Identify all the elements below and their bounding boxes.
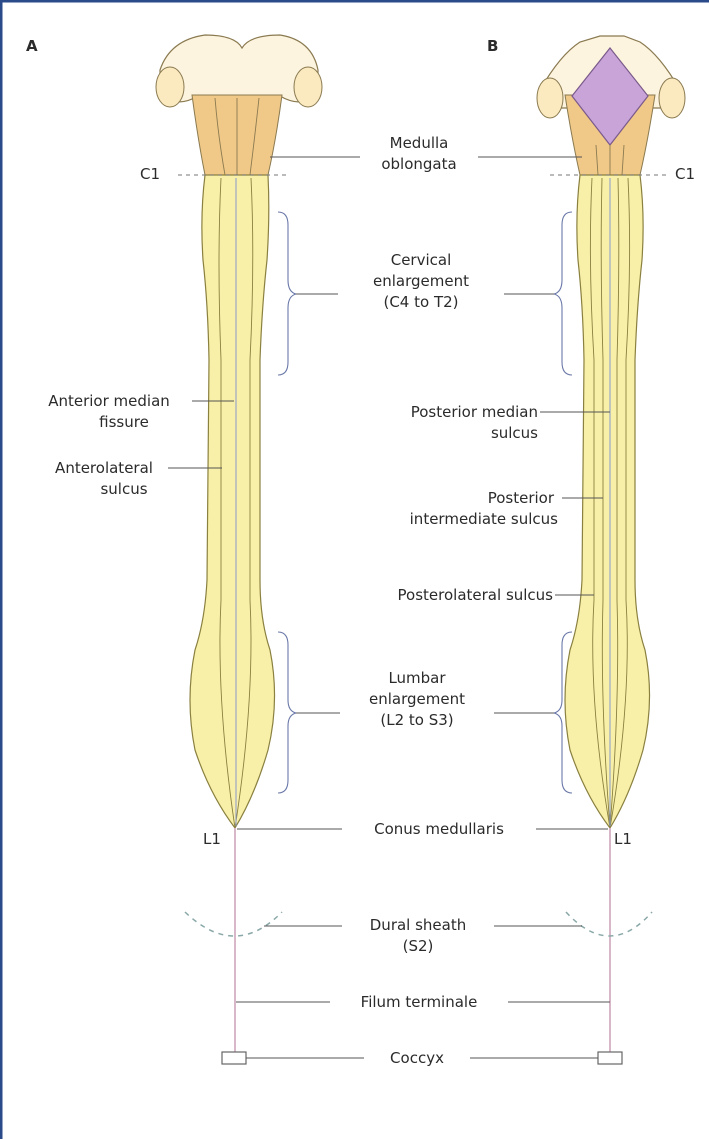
label-anterolateral-line1: Anterolateral xyxy=(55,458,153,479)
level-l1-right: L1 xyxy=(614,829,632,850)
dural-sheath-b xyxy=(566,912,652,936)
label-posterior-median-line1: Posterior median xyxy=(380,402,538,423)
label-lumbar-line3: (L2 to S3) xyxy=(369,710,465,731)
label-posterolateral-sulcus: Posterolateral sulcus xyxy=(350,585,553,606)
label-dural-line1: Dural sheath xyxy=(370,915,466,936)
label-medulla-line2: oblongata xyxy=(381,154,456,175)
label-lumbar-line2: enlargement xyxy=(369,689,465,710)
label-posterior-median-line2: sulcus xyxy=(380,423,538,444)
label-anterior-median-line1: Anterior median xyxy=(48,391,170,412)
label-anterolateral-sulcus: Anterolateral sulcus xyxy=(55,458,153,500)
label-cervical-line3: (C4 to T2) xyxy=(373,292,469,313)
panel-label-b: B xyxy=(487,36,498,57)
label-cervical-line1: Cervical xyxy=(373,250,469,271)
label-posterior-intermediate-sulcus: Posterior intermediate sulcus xyxy=(360,488,558,530)
panel-a-drawing xyxy=(156,35,322,1064)
dural-sheath-a xyxy=(185,912,282,936)
label-lumbar-line1: Lumbar xyxy=(369,668,465,689)
panel-b-drawing xyxy=(537,36,685,1064)
coccyx-b xyxy=(598,1052,622,1064)
label-posterior-intermediate-line1: Posterior xyxy=(360,488,558,509)
spinal-cord-a xyxy=(190,175,275,828)
panel-label-a: A xyxy=(26,36,38,57)
label-filum-terminale: Filum terminale xyxy=(361,992,478,1013)
label-conus-medullaris: Conus medullaris xyxy=(374,819,504,840)
label-anterior-median-line2: fissure xyxy=(48,412,170,433)
level-c1-right: C1 xyxy=(675,164,695,185)
label-medulla-line1: Medulla xyxy=(381,133,456,154)
coccyx-a xyxy=(222,1052,246,1064)
label-medulla: Medulla oblongata xyxy=(381,133,456,175)
level-l1-left: L1 xyxy=(203,829,221,850)
label-posterior-median-sulcus: Posterior median sulcus xyxy=(380,402,538,444)
label-dural-sheath: Dural sheath (S2) xyxy=(370,915,466,957)
label-cervical-line2: enlargement xyxy=(373,271,469,292)
label-posterior-intermediate-line2: intermediate sulcus xyxy=(360,509,558,530)
label-lumbar-enlargement: Lumbar enlargement (L2 to S3) xyxy=(369,668,465,731)
label-anterolateral-line2: sulcus xyxy=(55,479,153,500)
spinal-cord-b xyxy=(565,175,650,828)
label-anterior-median-fissure: Anterior median fissure xyxy=(48,391,170,433)
label-dural-line2: (S2) xyxy=(370,936,466,957)
label-cervical-enlargement: Cervical enlargement (C4 to T2) xyxy=(373,250,469,313)
level-c1-left: C1 xyxy=(140,164,160,185)
label-coccyx: Coccyx xyxy=(390,1048,444,1069)
